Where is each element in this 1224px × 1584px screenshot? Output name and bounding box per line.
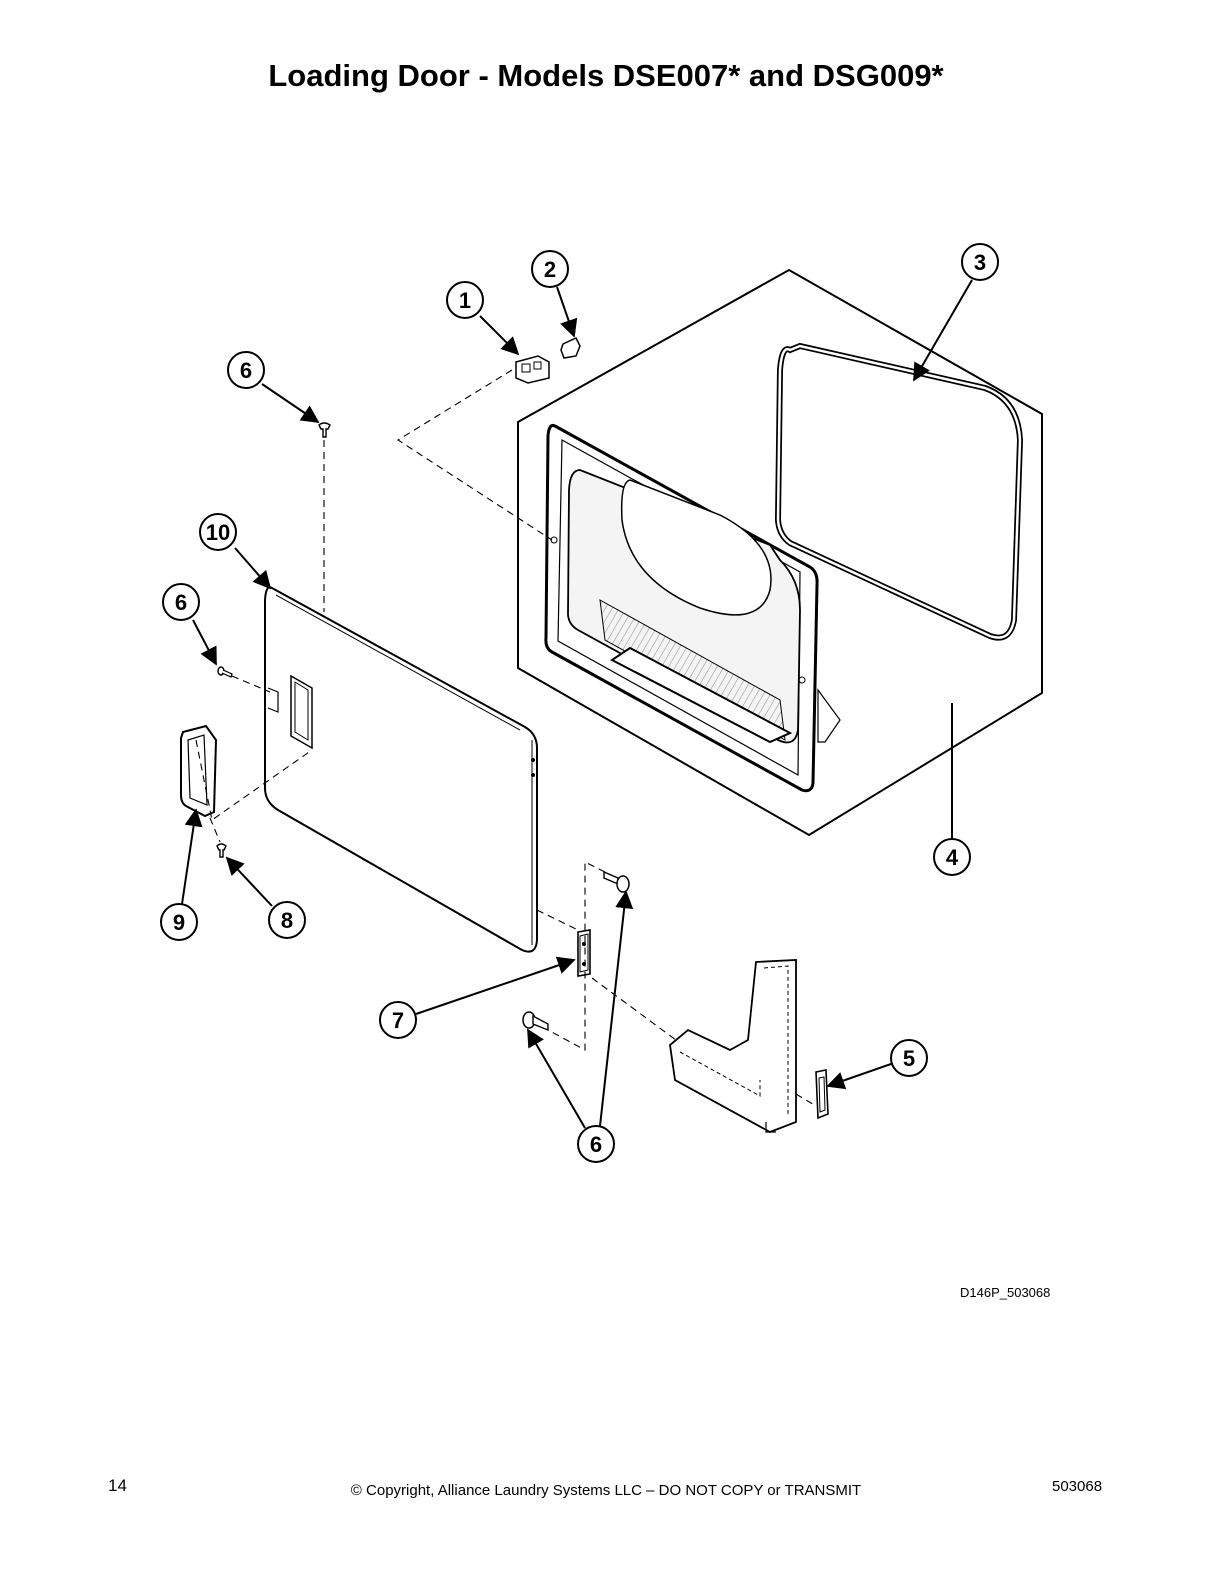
door-handle	[180, 724, 218, 818]
callout-label-6b: 6	[175, 590, 187, 615]
door-seal-gasket	[774, 342, 1024, 641]
callout-label-6c: 6	[590, 1132, 602, 1157]
callout-label-9: 9	[173, 910, 185, 935]
leader-6a	[261, 383, 320, 424]
callout-circle-1	[446, 281, 484, 319]
hinge-screw-upper	[603, 870, 630, 893]
assembly-line-handle-screw	[209, 817, 221, 843]
callout-circle-8	[268, 901, 306, 939]
leader-6c-upper	[599, 890, 634, 1127]
assembly-line-bracket	[396, 369, 553, 541]
leader-7	[415, 956, 576, 1015]
door-hinge	[577, 929, 591, 977]
callout-label-3: 3	[974, 250, 986, 275]
callout-circle-6c	[577, 1125, 615, 1163]
callout-circle-6a	[227, 351, 265, 389]
leader-3	[913, 279, 973, 382]
leader-9	[181, 808, 203, 905]
leader-10	[234, 547, 272, 590]
leader-5	[826, 1063, 892, 1090]
door-opening-frame	[544, 424, 841, 793]
door-strike	[815, 1069, 829, 1120]
door-switch-clip	[560, 337, 581, 359]
callout-label-6a: 6	[240, 358, 252, 383]
drawing-code: D146P_503068	[960, 1285, 1051, 1300]
callout-label-5: 5	[903, 1046, 915, 1071]
callout-label-4: 4	[946, 845, 959, 870]
copyright-notice: © Copyright, Alliance Laundry Systems LL…	[350, 1482, 862, 1499]
loading-door-panel	[264, 586, 538, 953]
page-number: 14	[108, 1476, 127, 1495]
callout-circle-2	[531, 250, 569, 288]
callout-label-8: 8	[281, 908, 293, 933]
hinge-mount-bracket	[669, 959, 797, 1133]
door-switch-bracket	[515, 355, 550, 384]
leader-2	[556, 286, 578, 338]
screw-top	[318, 422, 331, 438]
callout-label-7: 7	[392, 1008, 404, 1033]
callout-circle-4	[933, 838, 971, 876]
callout-label-2: 2	[544, 257, 556, 282]
callout-circle-5	[890, 1039, 928, 1077]
callout-label-1: 1	[459, 288, 471, 313]
callout-label-10: 10	[206, 520, 230, 545]
hinge-screw-lower	[522, 1011, 549, 1032]
callout-circle-3	[961, 243, 999, 281]
leader-6c-lower	[527, 1028, 586, 1129]
document-number: 503068	[1052, 1478, 1103, 1495]
leader-8	[225, 856, 273, 907]
assembly-line-left-screw	[231, 675, 271, 693]
leader-1	[479, 315, 520, 356]
callout-circle-10	[199, 513, 237, 551]
screw-handle	[216, 843, 227, 858]
screw-left	[217, 666, 233, 678]
callout-circle-7	[379, 1001, 417, 1039]
page-title: Loading Door - Models DSE007* and DSG009…	[268, 58, 944, 93]
assembly-line-hinge	[536, 909, 579, 931]
assembly-line-handle	[195, 739, 313, 821]
leader-6b	[192, 619, 217, 666]
assembly-line-hinge-bracket	[591, 977, 677, 1041]
assembly-line-strike	[795, 1093, 817, 1107]
assembly-line-hinge-screws	[547, 861, 606, 1051]
callout-circle-6b	[162, 583, 200, 621]
callout-circle-9	[160, 903, 198, 941]
